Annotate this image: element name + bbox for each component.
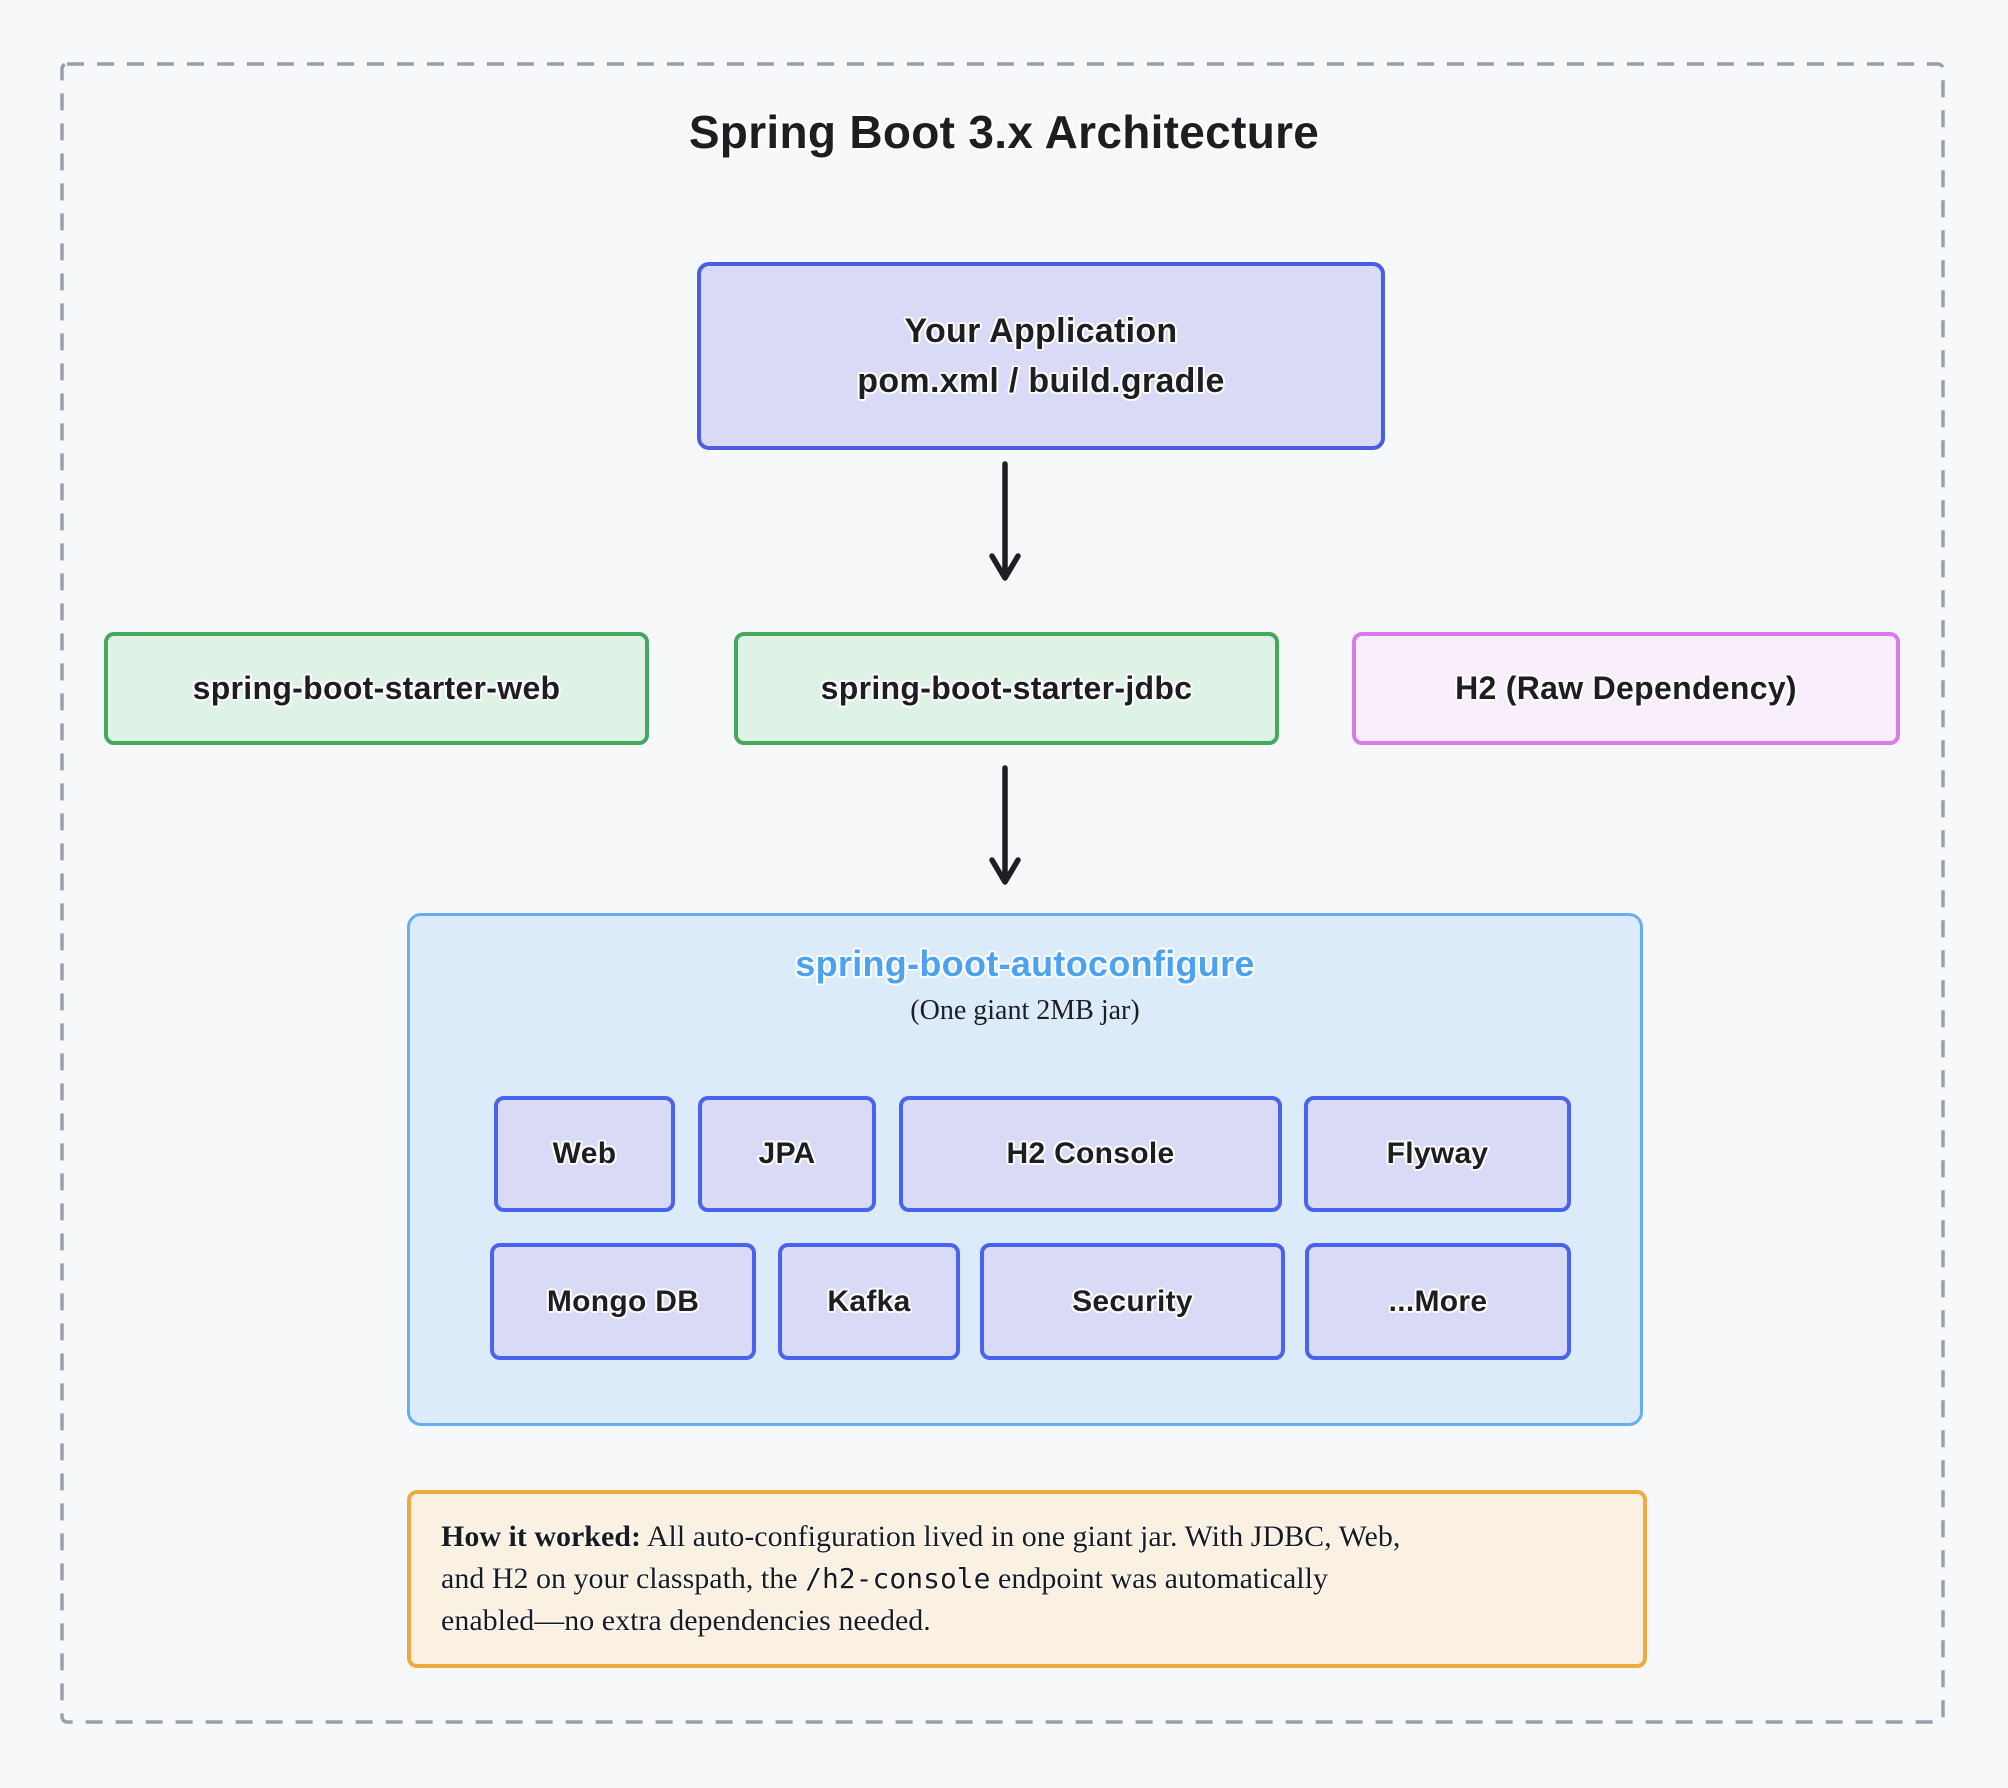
starter-jdbc-label: spring-boot-starter-jdbc <box>820 670 1193 706</box>
your-application-line2: pom.xml / build.gradle <box>857 362 1225 400</box>
page-title: Spring Boot 3.x Architecture <box>688 106 1320 158</box>
how-it-worked-note: How it worked: All auto-configuration li… <box>407 1490 1647 1668</box>
chip-more-label: ...More <box>1388 1284 1488 1318</box>
note-line2-before-code: and H2 on your classpath, the <box>441 1562 806 1595</box>
autoconfig-chip-more: ...More <box>1305 1243 1571 1360</box>
your-application-box: Your Application pom.xml / build.gradle <box>697 262 1385 450</box>
arrow-jdbc-to-autoconfigure-icon <box>989 765 1021 885</box>
arrow-app-to-starters-icon <box>989 461 1021 581</box>
starter-web-box: spring-boot-starter-web <box>104 632 649 745</box>
autoconfig-chip-jpa: JPA <box>698 1096 876 1212</box>
autoconfigure-title: spring-boot-autoconfigure <box>795 943 1255 984</box>
h2-raw-dependency-box: H2 (Raw Dependency) <box>1352 632 1900 745</box>
autoconfig-chip-flyway: Flyway <box>1304 1096 1571 1212</box>
chip-web-label: Web <box>552 1137 617 1170</box>
starter-web-label: spring-boot-starter-web <box>192 670 561 706</box>
chip-mongo-db-label: Mongo DB <box>546 1284 700 1318</box>
autoconfig-chip-security: Security <box>980 1243 1285 1360</box>
chip-kafka-label: Kafka <box>827 1284 911 1318</box>
autoconfig-chip-web: Web <box>494 1096 675 1212</box>
autoconfigure-container: spring-boot-autoconfigure (One giant 2MB… <box>407 913 1643 1426</box>
autoconfig-chip-mongo-db: Mongo DB <box>490 1243 756 1360</box>
note-bold-prefix: How it worked: <box>441 1520 641 1553</box>
your-application-line1: Your Application <box>904 312 1178 350</box>
autoconfig-chip-kafka: Kafka <box>778 1243 960 1360</box>
note-line-1: How it worked: All auto-configuration li… <box>441 1516 1613 1558</box>
note-line-2: and H2 on your classpath, the /h2-consol… <box>441 1558 1613 1600</box>
note-line-3: enabled—no extra dependencies needed. <box>441 1604 931 1637</box>
h2-raw-dependency-label: H2 (Raw Dependency) <box>1455 670 1797 706</box>
note-code-h2-console: /h2-console <box>805 1562 991 1595</box>
chip-jpa-label: JPA <box>758 1137 816 1170</box>
autoconfig-chip-h2-console: H2 Console <box>899 1096 1282 1212</box>
note-line2-after-code: endpoint was automatically <box>990 1562 1328 1595</box>
chip-security-label: Security <box>1072 1284 1193 1318</box>
starter-jdbc-box: spring-boot-starter-jdbc <box>734 632 1279 745</box>
chip-h2-console-label: H2 Console <box>1006 1137 1175 1170</box>
note-line1-rest: All auto-configuration lived in one gian… <box>640 1520 1401 1553</box>
chip-flyway-label: Flyway <box>1386 1137 1489 1170</box>
autoconfigure-subtitle: (One giant 2MB jar) <box>910 995 1140 1026</box>
